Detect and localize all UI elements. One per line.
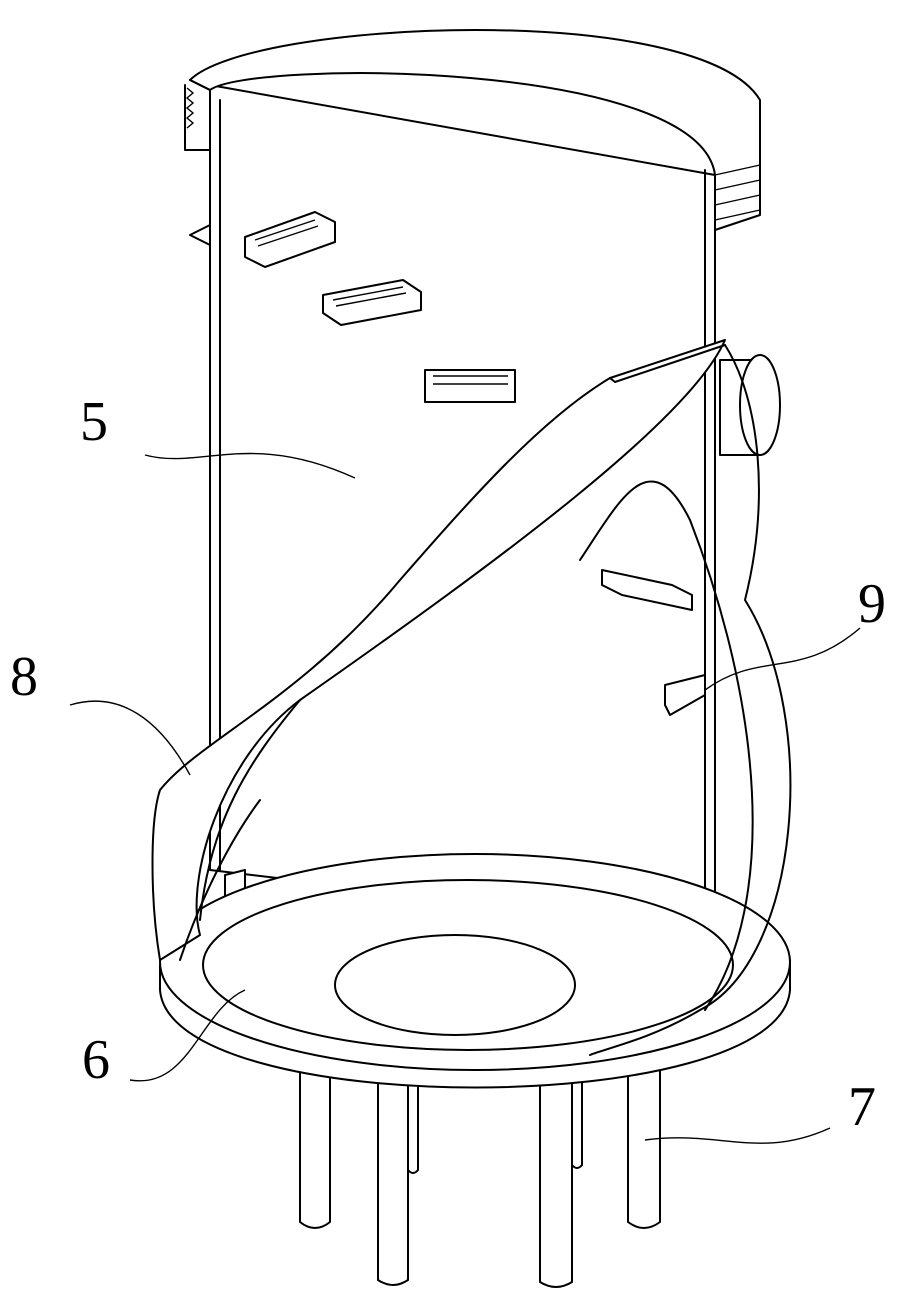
label-8: 8 — [10, 646, 38, 708]
label-6: 6 — [82, 1029, 110, 1091]
leader-7 — [645, 1128, 830, 1143]
label-9: 9 — [858, 573, 886, 635]
label-7: 7 — [848, 1076, 876, 1138]
base-ring — [160, 854, 790, 1088]
label-5: 5 — [80, 391, 108, 453]
cylinder-body — [185, 30, 760, 930]
leader-8 — [70, 701, 190, 775]
support-legs — [300, 1070, 660, 1287]
